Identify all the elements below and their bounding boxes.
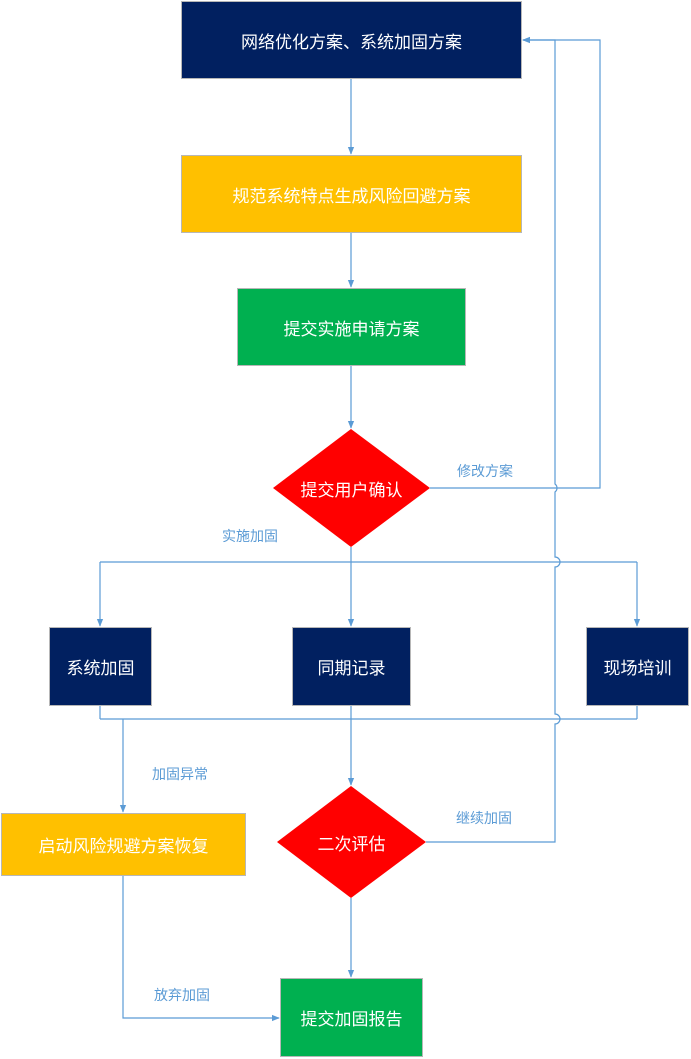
decision-user-confirm: 提交用户确认 [273, 429, 430, 547]
node-network-plan-label: 网络优化方案、系统加固方案 [241, 32, 462, 53]
connector-continue-harden [426, 36, 561, 843]
node-risk-recovery: 启动风险规避方案恢复 [1, 813, 246, 876]
node-sync-record: 同期记录 [292, 627, 411, 706]
edge-label-abandon-harden: 放弃加固 [154, 988, 210, 1004]
node-risk-plan-label: 规范系统特点生成风险回避方案 [232, 186, 471, 207]
node-site-training-label: 现场培训 [603, 659, 672, 679]
node-risk-recovery-label: 启动风险规避方案恢复 [38, 837, 209, 857]
node-site-training: 现场培训 [586, 627, 689, 706]
node-network-plan: 网络优化方案、系统加固方案 [181, 1, 522, 79]
connector-modify-plan [430, 36, 601, 489]
decision-second-eval: 二次评估 [277, 786, 426, 898]
node-sys-harden: 系统加固 [49, 627, 152, 706]
edge-label-continue-harden: 继续加固 [456, 811, 512, 827]
node-submit-report: 提交加固报告 [280, 978, 423, 1057]
node-sync-record-label: 同期记录 [317, 659, 386, 679]
node-submit-report-label: 提交加固报告 [300, 1010, 403, 1030]
node-submit-request-label: 提交实施申请方案 [283, 319, 420, 340]
decision-second-eval-shape [277, 786, 426, 898]
decision-user-confirm-shape [273, 429, 430, 547]
edge-label-harden-abnormal: 加固异常 [152, 767, 208, 783]
decision-user-confirm-label: 提交用户确认 [300, 480, 403, 501]
node-sys-harden-label: 系统加固 [66, 659, 135, 679]
edge-label-implement: 实施加固 [222, 529, 278, 545]
edge-label-modify-plan: 修改方案 [457, 464, 513, 480]
node-submit-request: 提交实施申请方案 [237, 288, 466, 366]
connector-abandon-harden [122, 876, 280, 1022]
decision-second-eval-label: 二次评估 [317, 834, 386, 855]
node-risk-plan: 规范系统特点生成风险回避方案 [181, 155, 522, 233]
